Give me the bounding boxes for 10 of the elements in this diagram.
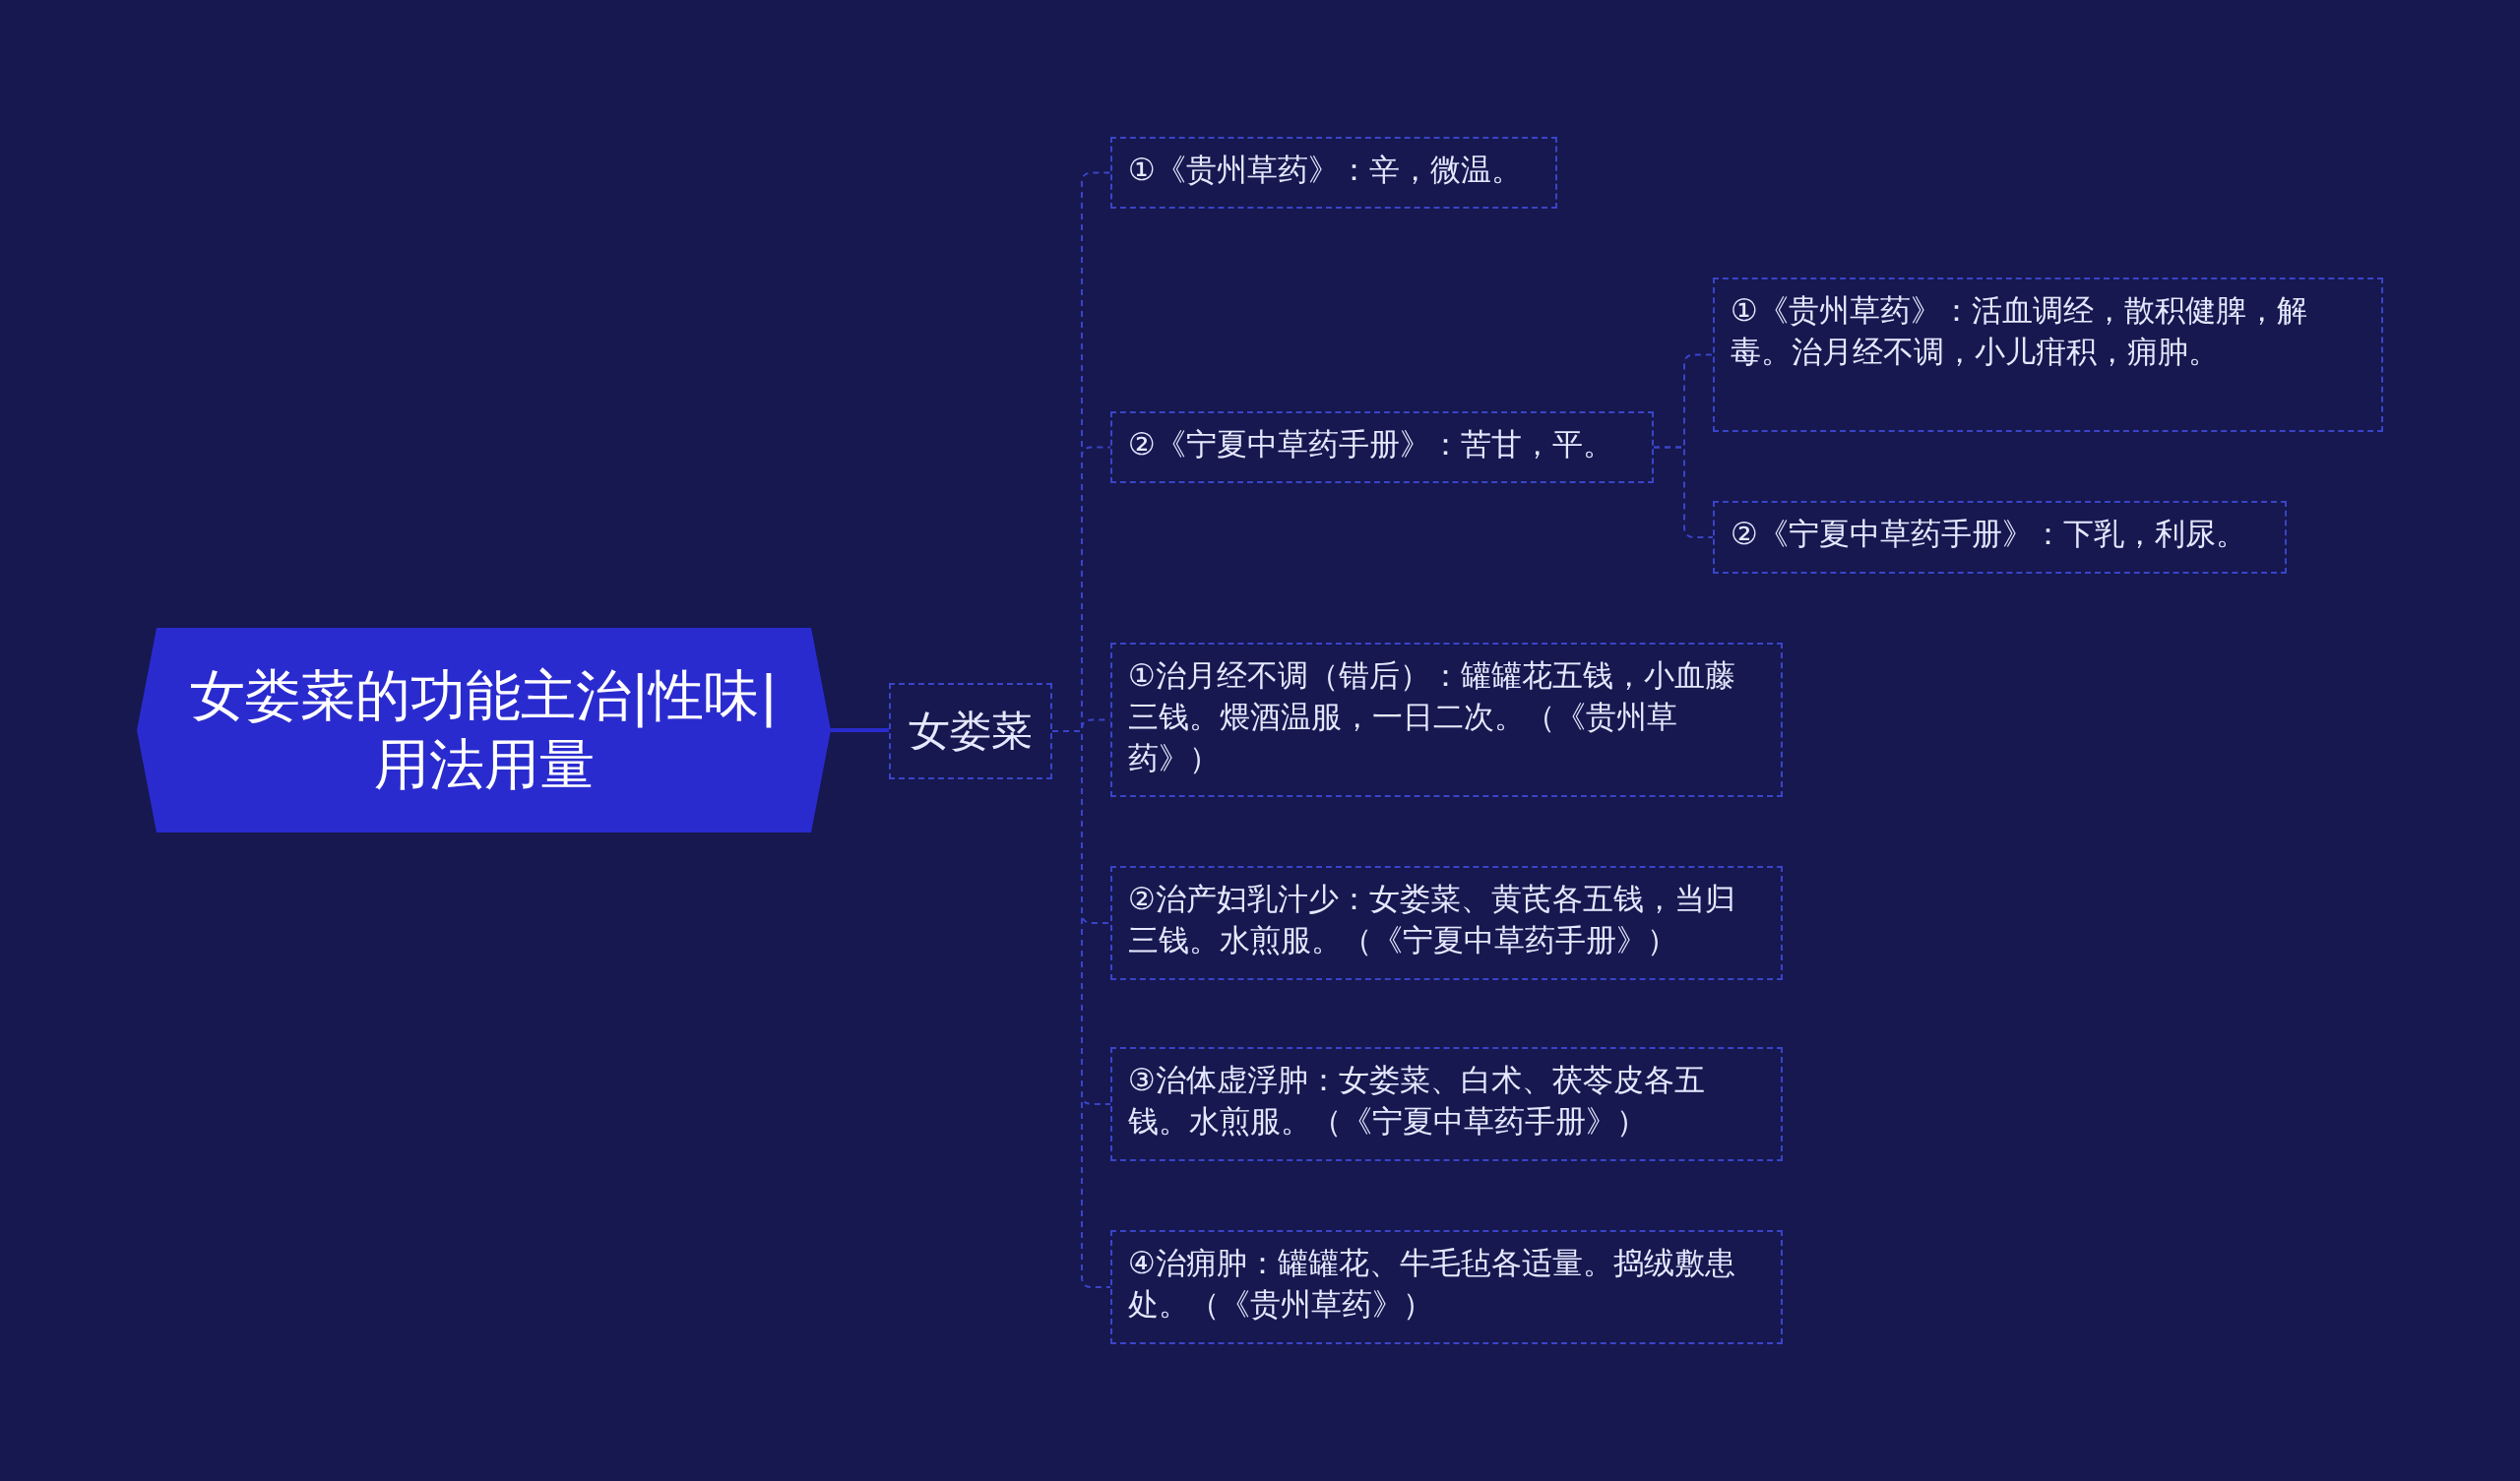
topic-box: ②治产妇乳汁少：女娄菜、黄芪各五钱，当归三钱。水煎服。（《宁夏中草药手册》） bbox=[1110, 866, 1783, 980]
topic-box: ③治体虚浮肿：女娄菜、白术、茯苓皮各五钱。水煎服。（《宁夏中草药手册》） bbox=[1110, 1047, 1783, 1161]
topic-box: ①《贵州草药》：辛，微温。 bbox=[1110, 137, 1557, 209]
topic-box: ①《贵州草药》：活血调经，散积健脾，解毒。治月经不调，小儿疳积，痈肿。 bbox=[1713, 278, 2383, 432]
connector-line bbox=[831, 728, 889, 732]
topic-box: ②《宁夏中草药手册》：苦甘，平。 bbox=[1110, 411, 1654, 483]
topic-box: ④治痈肿：罐罐花、牛毛毡各适量。捣绒敷患处。（《贵州草药》） bbox=[1110, 1230, 1783, 1344]
topic-box: 女娄菜 bbox=[889, 683, 1052, 779]
topic-box: ②《宁夏中草药手册》：下乳，利尿。 bbox=[1713, 501, 2287, 574]
topic-box: ①治月经不调（错后）：罐罐花五钱，小血藤三钱。煨酒温服，一日二次。（《贵州草药》） bbox=[1110, 643, 1783, 797]
